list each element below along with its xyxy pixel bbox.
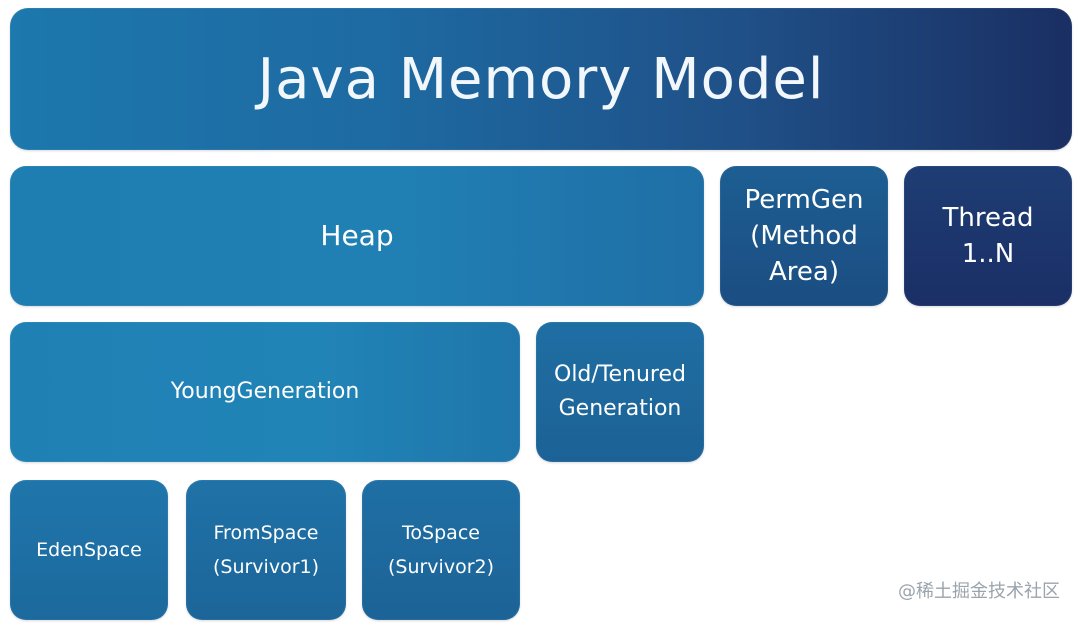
young-generation-box: YoungGeneration [10,322,520,462]
watermark: @稀土掘金技术社区 [898,581,1060,602]
title-banner: Java Memory Model [10,8,1072,150]
old-generation-label: Old/Tenured Generation [554,362,686,421]
thread-box: Thread 1..N [904,166,1072,306]
heap-box: Heap [10,166,704,306]
eden-space-label: EdenSpace [36,539,142,561]
old-generation-box: Old/Tenured Generation [536,322,704,462]
to-space-label: ToSpace (Survivor2) [387,522,495,578]
thread-label: Thread 1..N [942,203,1034,269]
from-space-box: FromSpace (Survivor1) [186,480,346,620]
eden-space-box: EdenSpace [10,480,168,620]
permgen-label: PermGen (Method Area) [744,185,864,287]
heap-label: Heap [320,219,394,252]
permgen-box: PermGen (Method Area) [720,166,888,306]
from-space-label: FromSpace (Survivor1) [212,522,320,578]
diagram-title: Java Memory Model [257,46,825,112]
young-generation-label: YoungGeneration [170,379,360,404]
to-space-box: ToSpace (Survivor2) [362,480,520,620]
